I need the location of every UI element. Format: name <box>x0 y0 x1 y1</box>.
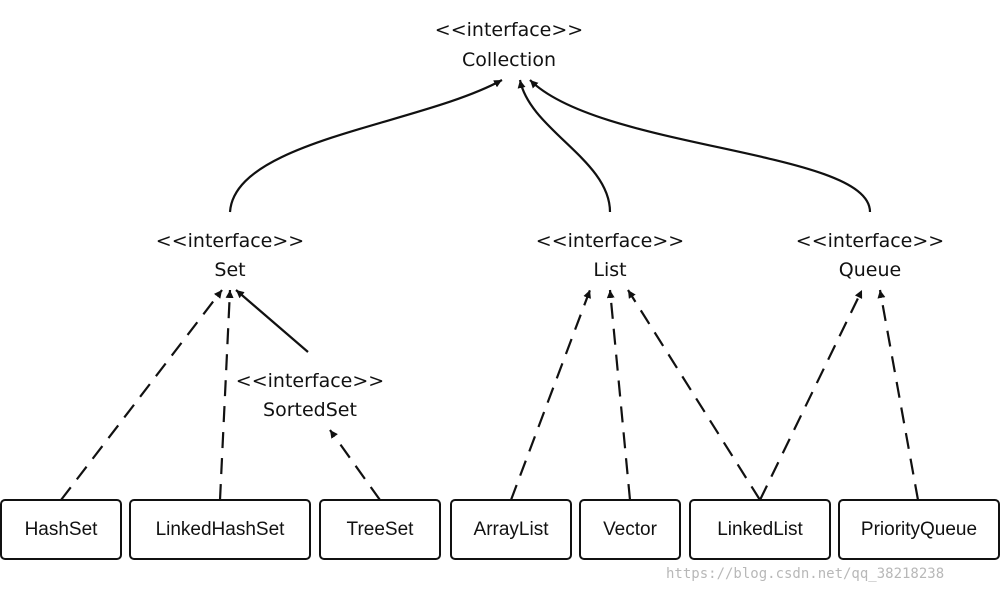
edge-priorityqueue-to-queue <box>877 289 920 501</box>
collection-stereotype: <<interface>> <box>435 19 583 41</box>
vector-box <box>579 499 681 560</box>
edge-linkedlist-to-list <box>627 289 761 501</box>
queue-name: Queue <box>839 259 901 281</box>
hashset-label: HashSet <box>25 519 99 540</box>
class-vector: Vector <box>579 499 681 560</box>
interface-sortedset: <<interface>> SortedSet <box>236 370 384 421</box>
sortedset-stereotype: <<interface>> <box>236 370 384 392</box>
linkedlist-label: LinkedList <box>717 519 803 540</box>
edge-set-to-collection <box>228 79 503 213</box>
list-name: List <box>593 259 626 281</box>
linkedhashset-box <box>129 499 311 560</box>
priorityqueue-label: PriorityQueue <box>861 519 977 540</box>
interface-queue: <<interface>> Queue <box>796 230 944 281</box>
interface-list: <<interface>> List <box>536 230 684 281</box>
edge-treeset-to-sortedset <box>329 429 381 501</box>
set-stereotype: <<interface>> <box>156 230 304 252</box>
set-name: Set <box>214 259 245 281</box>
class-hashset: HashSet <box>0 499 122 560</box>
edge-queue-to-collection <box>529 79 872 213</box>
edge-linkedlist-to-queue <box>759 289 863 501</box>
vector-label: Vector <box>603 519 658 540</box>
edge-linkedhashset-to-set <box>218 289 234 501</box>
watermark-url: https://blog.csdn.net/qq_38218238 <box>666 566 945 582</box>
sortedset-name: SortedSet <box>263 399 357 421</box>
edge-list-to-collection <box>517 79 612 213</box>
treeset-label: TreeSet <box>347 519 415 540</box>
collection-name: Collection <box>462 49 556 71</box>
arraylist-box <box>450 499 572 560</box>
class-linkedlist: LinkedList <box>689 499 831 560</box>
class-arraylist: ArrayList <box>450 499 572 560</box>
class-treeset: TreeSet <box>319 499 441 560</box>
interface-collection: <<interface>> Collection <box>435 19 583 71</box>
list-stereotype: <<interface>> <box>536 230 684 252</box>
edge-arraylist-to-list <box>509 289 592 501</box>
edge-hashset-to-set <box>60 289 223 501</box>
class-linkedhashset: LinkedHashSet <box>129 499 311 560</box>
linkedhashset-label: LinkedHashSet <box>156 519 286 540</box>
linkedlist-box <box>689 499 831 560</box>
queue-stereotype: <<interface>> <box>796 230 944 252</box>
treeset-box <box>319 499 441 560</box>
interface-set: <<interface>> Set <box>156 230 304 281</box>
hashset-box <box>0 499 122 560</box>
edge-sortedset-to-set <box>235 289 309 353</box>
edge-vector-to-list <box>606 289 632 501</box>
arraylist-label: ArrayList <box>474 519 550 540</box>
class-priorityqueue: PriorityQueue <box>838 499 1000 560</box>
priorityqueue-box <box>838 499 1000 560</box>
